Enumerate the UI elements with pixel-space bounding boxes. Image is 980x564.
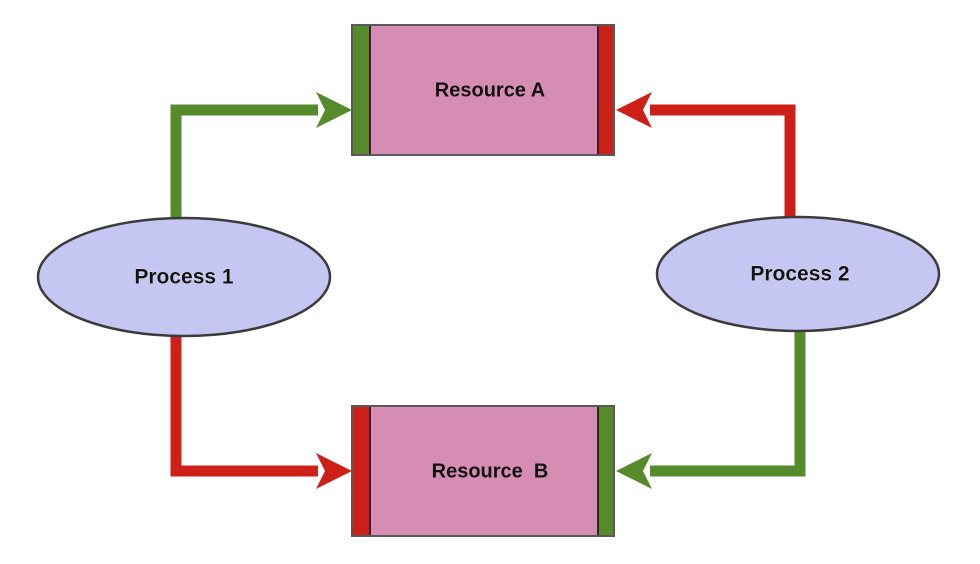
edge-process2-to-resourceB[interactable] (616, 330, 806, 489)
resource-a-allocated-bar (353, 26, 369, 154)
edge-process2-to-resourceB-arrowhead (616, 453, 652, 489)
node-resource-b[interactable]: Resource B (351, 405, 615, 537)
resource-b-requested-bar (353, 407, 369, 535)
edge-process1-to-resourceA[interactable] (170, 92, 352, 218)
process-2-label: Process 2 (750, 263, 849, 286)
resource-b-label: Resource B (432, 460, 549, 482)
node-process-2[interactable]: Process 2 (655, 215, 941, 333)
process-1-shape (36, 216, 332, 338)
edge-process1-to-resourceB-line (170, 336, 318, 477)
node-process-1[interactable]: Process 1 (36, 216, 332, 338)
edge-process2-to-resourceA-arrowhead (616, 92, 652, 128)
process-1-label: Process 1 (134, 266, 234, 289)
resource-b-body (351, 405, 615, 537)
edge-process2-to-resourceA-line (650, 104, 796, 218)
node-resource-a[interactable]: Resource A (351, 24, 615, 156)
resource-a-label: Resource A (435, 79, 545, 101)
process-2-shape (655, 215, 941, 333)
edge-process1-to-resourceA-arrowhead (316, 92, 352, 128)
resource-a-requested-bar (599, 26, 613, 154)
edge-process1-to-resourceB[interactable] (170, 336, 352, 489)
edge-process1-to-resourceB-arrowhead (316, 453, 352, 489)
edge-process2-to-resourceB-line (650, 330, 806, 477)
resource-a-body (351, 24, 615, 156)
edge-process2-to-resourceA[interactable] (616, 92, 796, 218)
resource-b-allocated-bar (599, 407, 613, 535)
edge-process1-to-resourceA-line (170, 104, 318, 218)
